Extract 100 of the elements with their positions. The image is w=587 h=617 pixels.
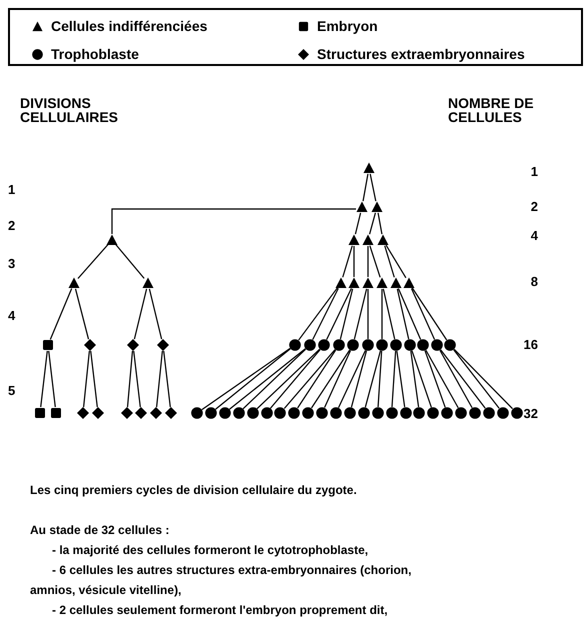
circle-cell-marker xyxy=(358,407,370,419)
diamond-cell-marker xyxy=(121,407,133,419)
branch-line xyxy=(326,288,352,340)
legend-label: Trophoblaste xyxy=(51,45,139,64)
branch-line xyxy=(338,350,366,408)
circle-cell-marker xyxy=(441,407,454,419)
branch-line xyxy=(369,246,381,278)
branch-line xyxy=(156,350,163,408)
branch-line xyxy=(398,288,422,340)
circle-cell-marker xyxy=(372,407,384,419)
branch-line xyxy=(424,350,446,408)
branch-line xyxy=(48,350,56,408)
branch-line xyxy=(256,348,320,410)
circle-cell-marker xyxy=(318,339,330,351)
triangle-cell-marker xyxy=(362,277,374,289)
triangle-cell-marker xyxy=(356,201,368,213)
branch-line xyxy=(454,348,513,410)
triangle-cell-marker xyxy=(348,277,360,289)
triangle-cell-marker xyxy=(106,234,118,246)
triangle-cell-marker xyxy=(403,277,415,289)
row-number: 2 xyxy=(530,200,538,214)
branch-line xyxy=(396,288,410,340)
branch-line xyxy=(50,288,72,340)
circle-cell-marker xyxy=(469,407,481,419)
circle-cell-marker xyxy=(302,407,314,419)
branch-line xyxy=(126,350,134,408)
diamond-cell-marker xyxy=(135,407,147,419)
circle-cell-marker xyxy=(400,407,412,419)
branch-line xyxy=(377,212,383,234)
branch-line xyxy=(367,246,369,277)
circle-cell-marker xyxy=(316,407,328,419)
branch-line xyxy=(340,288,354,340)
legend-label: Cellules indifférenciées xyxy=(51,17,208,36)
triangle-cell-marker xyxy=(335,277,347,289)
column-heading: NOMBRE DE CELLULES xyxy=(448,96,535,124)
circle-cell-marker xyxy=(330,407,342,419)
triangle-cell-marker xyxy=(68,277,80,289)
branch-line xyxy=(270,349,321,409)
circle-cell-marker xyxy=(404,339,416,351)
circle-cell-marker xyxy=(431,339,443,351)
branch-line xyxy=(377,350,382,408)
circle-cell-marker xyxy=(413,407,426,419)
row-number: 8 xyxy=(530,275,538,289)
note-text: - la majorité des cellules formeront le cytotrophoblaste, xyxy=(51,542,370,559)
circle-cell-marker xyxy=(232,407,245,419)
note-text: Au stade de 32 cellules : xyxy=(30,522,170,539)
note-text: - 2 cellules seulement formeront l'embryon proprement dit, xyxy=(51,602,389,617)
branch-line xyxy=(134,288,148,340)
branch-line xyxy=(369,212,376,234)
branch-line xyxy=(298,287,338,341)
circle-cell-marker xyxy=(304,339,316,351)
diamond-cell-marker xyxy=(165,407,177,419)
branch-line xyxy=(90,350,98,408)
row-number: 3 xyxy=(8,257,16,271)
legend-label: Embryon xyxy=(317,17,378,36)
branch-line xyxy=(364,350,382,408)
branch-line xyxy=(354,288,368,340)
branch-line xyxy=(350,350,368,408)
diamond-cell-marker xyxy=(127,339,139,351)
circle-cell-marker xyxy=(444,339,456,351)
row-number: 16 xyxy=(522,338,538,352)
circle-cell-marker xyxy=(376,339,388,351)
branch-line xyxy=(425,350,459,408)
branch-line xyxy=(202,348,290,410)
triangle-cell-marker xyxy=(142,277,154,289)
row-number: 1 xyxy=(8,183,16,197)
row-number: 2 xyxy=(8,219,16,233)
branch-line xyxy=(354,212,362,234)
branch-line xyxy=(410,350,420,408)
square-cell-marker xyxy=(42,339,54,351)
branch-line xyxy=(242,348,306,410)
branch-line xyxy=(412,288,448,340)
caption: Les cinq premiers cycles de division cellulaire du zygote. xyxy=(30,482,358,499)
branch-line xyxy=(311,350,350,408)
branch-line xyxy=(312,288,339,340)
branch-line xyxy=(297,350,336,408)
branch-line xyxy=(396,350,406,408)
circle-cell-marker xyxy=(344,407,356,419)
diamond-cell-marker xyxy=(157,339,169,351)
circle-cell-marker xyxy=(333,339,345,351)
branch-line xyxy=(148,288,162,340)
branch-line xyxy=(440,349,486,409)
branch-line xyxy=(111,208,356,234)
circle-cell-marker xyxy=(386,407,398,419)
branch-line xyxy=(324,350,352,408)
circle-cell-marker xyxy=(191,407,203,419)
circle-cell-marker xyxy=(218,407,231,419)
branch-line xyxy=(439,350,473,408)
circle-cell-marker xyxy=(496,407,509,419)
circle-cell-marker xyxy=(260,407,272,419)
triangle-cell-marker xyxy=(348,234,360,246)
row-number: 32 xyxy=(522,407,538,421)
row-number: 4 xyxy=(8,309,16,323)
branch-line xyxy=(163,350,171,408)
branch-line xyxy=(78,244,108,279)
row-number: 5 xyxy=(8,384,16,398)
branch-line xyxy=(382,288,396,340)
branch-line xyxy=(83,350,90,408)
branch-line xyxy=(74,288,90,340)
branch-line xyxy=(40,350,48,408)
